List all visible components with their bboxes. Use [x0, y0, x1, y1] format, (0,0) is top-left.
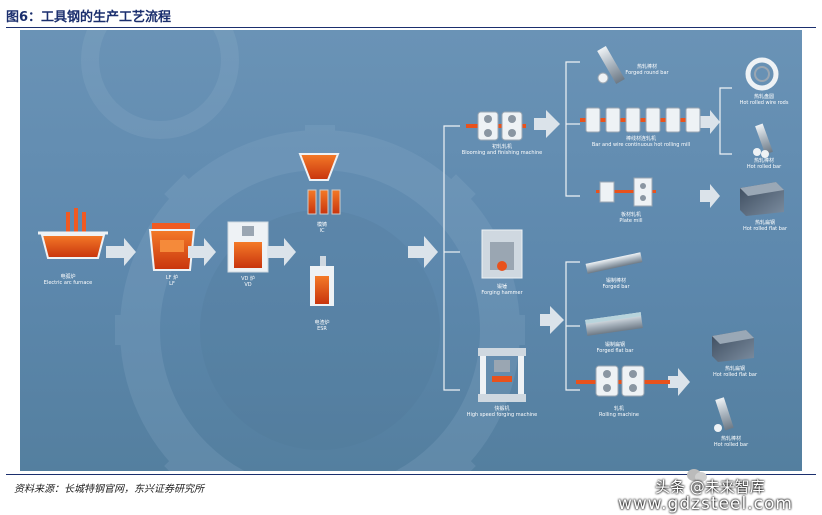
lf-furnace-icon [148, 223, 196, 271]
blooming-mill-icon [466, 111, 526, 141]
process-arrows [106, 110, 720, 396]
flow-brackets [443, 61, 732, 391]
plate-mill-icon [596, 177, 656, 207]
high-speed-forging-icon [478, 348, 526, 402]
hot-rolled-flat-bar-icon-2 [712, 330, 754, 362]
source-note: 资料来源：长城特钢官网，东兴证券研究所 [14, 484, 204, 495]
bottom-divider [6, 474, 816, 475]
ingot-casting-icon [298, 153, 341, 215]
rolling-machine-icon [576, 365, 670, 397]
vd-furnace-icon [227, 221, 269, 273]
figure-title: 图6：工具钢的生产工艺流程 [6, 10, 172, 25]
watermark-line2: www.gdzsteel.com [618, 494, 793, 514]
hot-rolled-flat-bar-icon [740, 182, 784, 216]
hot-rolled-bar-icon-2 [714, 397, 734, 432]
forged-flat-bar-icon [585, 312, 643, 336]
chat-bubble-icon [687, 469, 707, 482]
watermark-line1: 头条 @未来智库 [655, 478, 765, 496]
gear-background-small [81, 30, 239, 139]
forged-round-bar-icon [597, 46, 625, 84]
process-svg [38, 30, 784, 471]
gear-background [115, 125, 525, 471]
title-divider [6, 27, 816, 28]
wire-rods-coil-icon [745, 57, 779, 91]
hot-rolled-bar-icon [753, 123, 773, 158]
wire-rolling-mill-icon [580, 107, 701, 133]
electric-arc-furnace-icon [38, 208, 108, 259]
forged-bar-icon [585, 252, 643, 274]
esr-furnace-icon [310, 256, 334, 306]
forging-hammer-icon [481, 229, 523, 279]
